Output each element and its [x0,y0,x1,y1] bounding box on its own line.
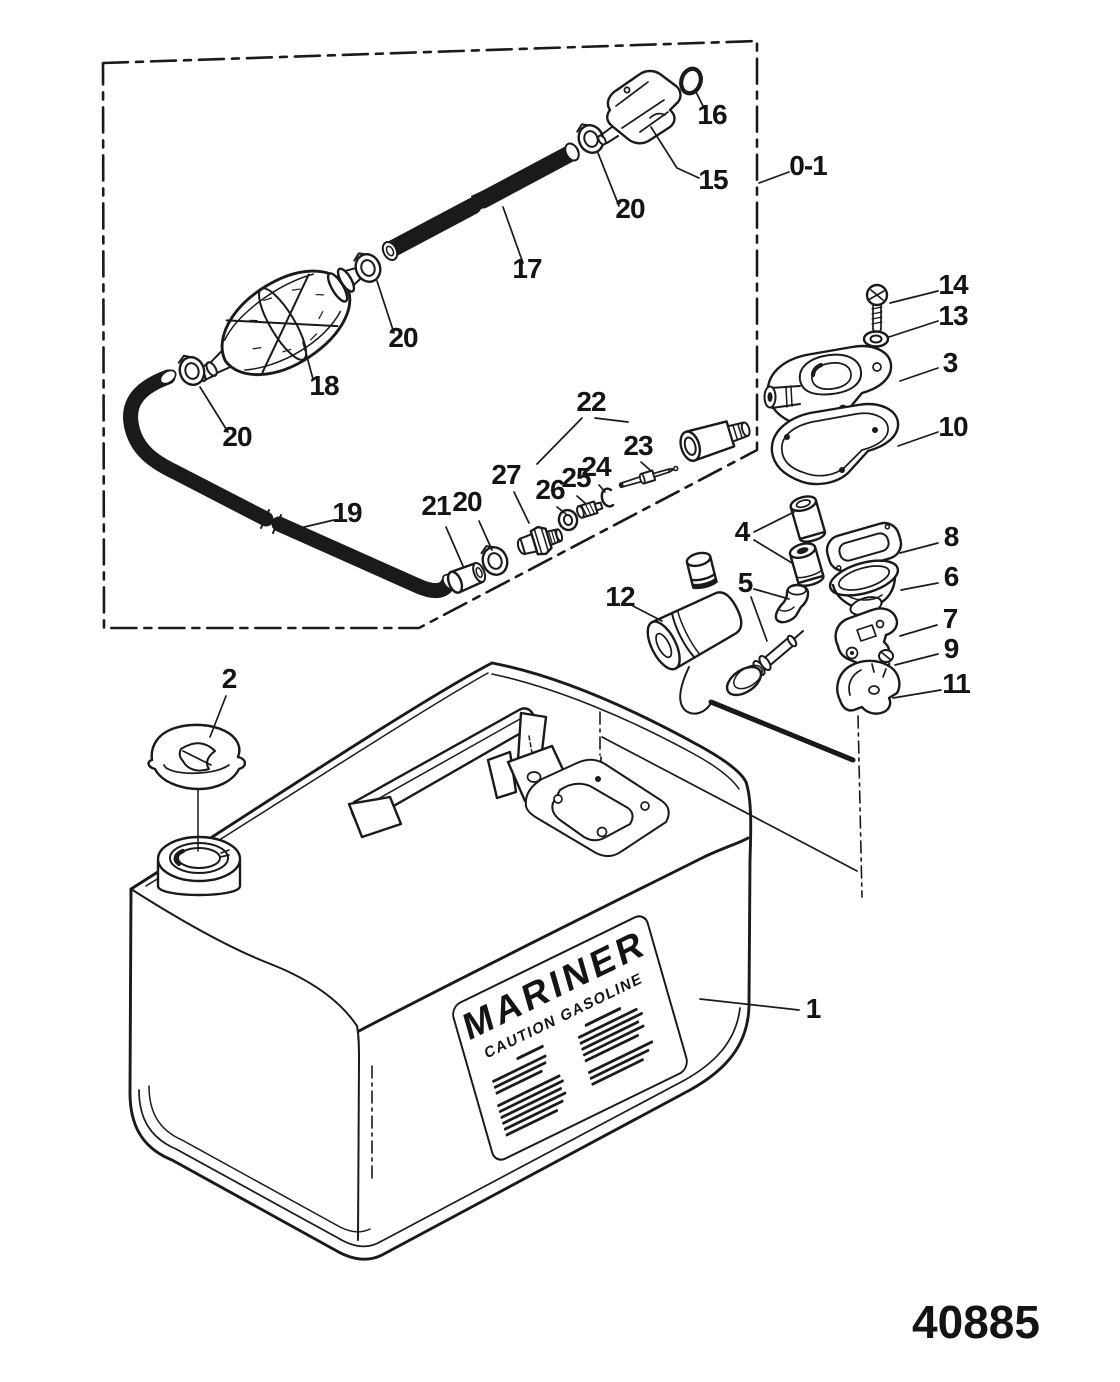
figure-number: 40885 [912,1296,1040,1348]
screw-14-drawing [865,283,889,333]
hose-19-drawing [123,369,457,599]
callout-20c: 20 [222,421,252,452]
nut-26-drawing [557,508,579,532]
fuel-connector-15-drawing [597,69,682,146]
callout-12: 12 [605,581,635,612]
ring-24-drawing [600,487,615,508]
callout-7: 7 [943,603,958,634]
callout-21: 21 [421,490,451,521]
callout-5: 5 [738,567,753,598]
mounting-plate-drawing [524,758,670,857]
callout-labels: 16 15 20 17 20 18 20 19 21 20 27 26 25 2… [222,99,972,1024]
cylinder-4b-drawing [788,542,825,587]
tube-21-drawing [446,562,487,594]
callout-3: 3 [943,347,958,378]
filter-12-drawing [646,591,743,671]
elbow-5-drawing [774,583,810,624]
callout-18: 18 [309,370,339,401]
callout-10: 10 [938,411,968,442]
callout-14: 14 [938,269,969,300]
callout-23: 23 [623,430,653,461]
filler-neck-drawing [156,835,242,897]
callout-17: 17 [512,253,542,284]
callout-26: 26 [535,474,565,505]
primer-bulb-18-drawing [196,262,373,383]
callout-25: 25 [561,462,591,493]
callout-15: 15 [698,164,728,195]
fitting-25-drawing [576,500,604,519]
callout-16: 16 [697,99,727,130]
connector-22-drawing [679,420,751,462]
leader-lines [199,89,942,1011]
callout-19: 19 [332,497,362,528]
label-fine-print [492,1007,654,1137]
callout-24: 24 [581,451,612,482]
callout-8: 8 [944,521,959,552]
o-ring-16-drawing [679,66,703,96]
callout-22: 22 [576,386,606,417]
callout-2: 2 [222,663,237,694]
callout-20d: 20 [452,486,482,517]
hose-clamp-20c-drawing [174,349,209,390]
dashed-boundary [101,39,759,630]
fitting-unlabeled-drawing [685,551,718,590]
callout-20a: 20 [615,193,645,224]
needle-23-drawing [618,465,679,489]
hose-clamp-20b-drawing [349,246,386,287]
cylinder-4a-drawing [789,495,827,543]
callout-6: 6 [944,561,959,592]
flange-8-drawing [825,521,903,573]
fuel-cap-2-drawing [147,723,247,852]
handle-drawing [347,707,568,839]
callout-1: 1 [806,993,821,1024]
callout-9: 9 [944,633,959,664]
connection-lines [599,666,863,898]
saddle-11-drawing [836,659,901,715]
gasket-10-drawing [770,402,900,486]
plunger-5-drawing [725,630,804,697]
callout-4: 4 [735,516,751,547]
callout-27: 27 [491,459,521,490]
callout-13: 13 [938,300,968,331]
brand-label: MARINER CAUTION GASOLINE [452,915,688,1161]
hose-17-drawing [381,142,580,261]
callout-20b: 20 [388,322,418,353]
fitting-27-drawing [516,525,564,556]
callout-11: 11 [942,668,970,699]
callout-0-1: 0-1 [789,150,827,181]
